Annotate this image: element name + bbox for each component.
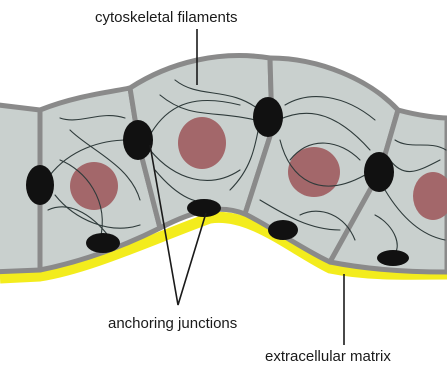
junction-plaque (377, 250, 409, 266)
nucleus (70, 162, 118, 210)
junction-plaque (26, 165, 54, 205)
label-extracellular-matrix: extracellular matrix (265, 348, 391, 365)
label-anchoring-junctions: anchoring junctions (108, 315, 237, 332)
junction-plaque (364, 152, 394, 192)
junction-plaque (86, 233, 120, 253)
junction-plaque (123, 120, 153, 160)
nucleus (178, 117, 226, 169)
junction-plaque (253, 97, 283, 137)
label-cytoskeletal-filaments: cytoskeletal filaments (95, 9, 238, 26)
junction-plaque (268, 220, 298, 240)
junction-plaque (187, 199, 221, 217)
